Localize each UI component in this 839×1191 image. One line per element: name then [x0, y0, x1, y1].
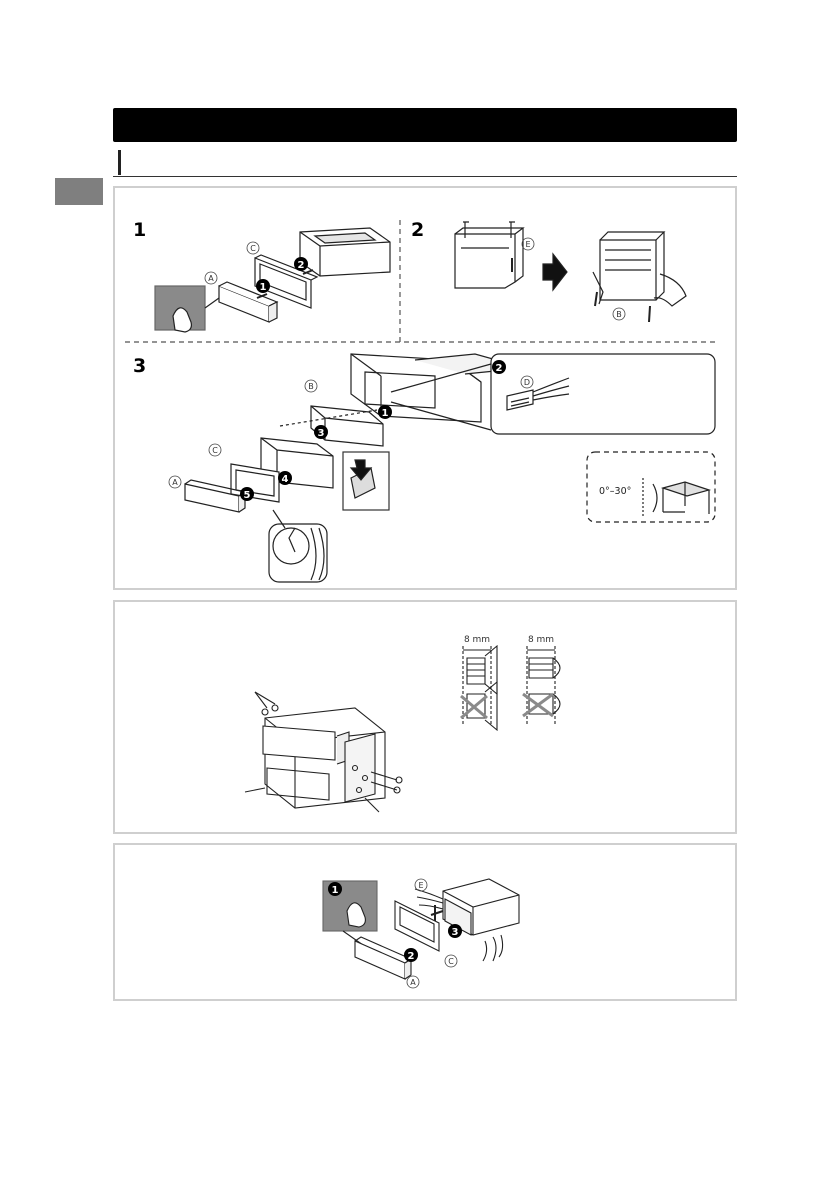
screw-length-left: 8 mm	[464, 635, 490, 645]
marker-5: 5	[244, 490, 251, 501]
marker-3: 3	[452, 927, 459, 938]
subsection-heading-marker	[118, 150, 121, 175]
part-label-d: D	[524, 378, 530, 387]
marker-2: 2	[408, 951, 415, 962]
screw-length-right: 8 mm	[528, 635, 554, 645]
part-label-a: A	[208, 274, 214, 283]
section-title-bar	[113, 108, 737, 142]
screw-diagram: 8 mm 8 mm	[244, 635, 561, 813]
marker-4: 4	[282, 474, 289, 485]
removal-panel: 1 2 3 E A C	[113, 843, 737, 1001]
part-label-a: A	[172, 478, 178, 487]
part-label-b: B	[616, 310, 622, 319]
marker-2: 2	[298, 260, 305, 271]
marker-2: 2	[496, 363, 503, 374]
part-label-a: A	[410, 978, 416, 987]
part-label-b: B	[308, 382, 314, 391]
marker-1: 1	[260, 282, 267, 293]
part-label-c: C	[212, 446, 218, 455]
marker-3: 3	[318, 428, 325, 439]
step-number-2: 2	[411, 219, 424, 241]
installation-panel: 1 2 2 1 3 4 5 A C E B B C A D 1 2 3 0°–3…	[113, 186, 737, 590]
screw-panel: 8 mm 8 mm	[113, 600, 737, 834]
step-number-3: 3	[133, 355, 146, 377]
installation-diagram: 1 2 2 1 3 4 5 A C E B B C A D 1 2 3 0°–3…	[125, 219, 716, 583]
language-side-tab	[55, 178, 103, 205]
part-label-e: E	[525, 240, 530, 249]
removal-diagram: 1 2 3 E A C	[322, 878, 520, 989]
subsection-heading-rule	[113, 150, 737, 177]
step-number-1: 1	[133, 219, 146, 241]
marker-1: 1	[332, 885, 339, 896]
part-label-c: C	[448, 957, 454, 966]
angle-label: 0°–30°	[599, 486, 631, 497]
marker-1: 1	[382, 408, 389, 419]
part-label-c: C	[250, 244, 256, 253]
part-label-e: E	[418, 881, 423, 890]
